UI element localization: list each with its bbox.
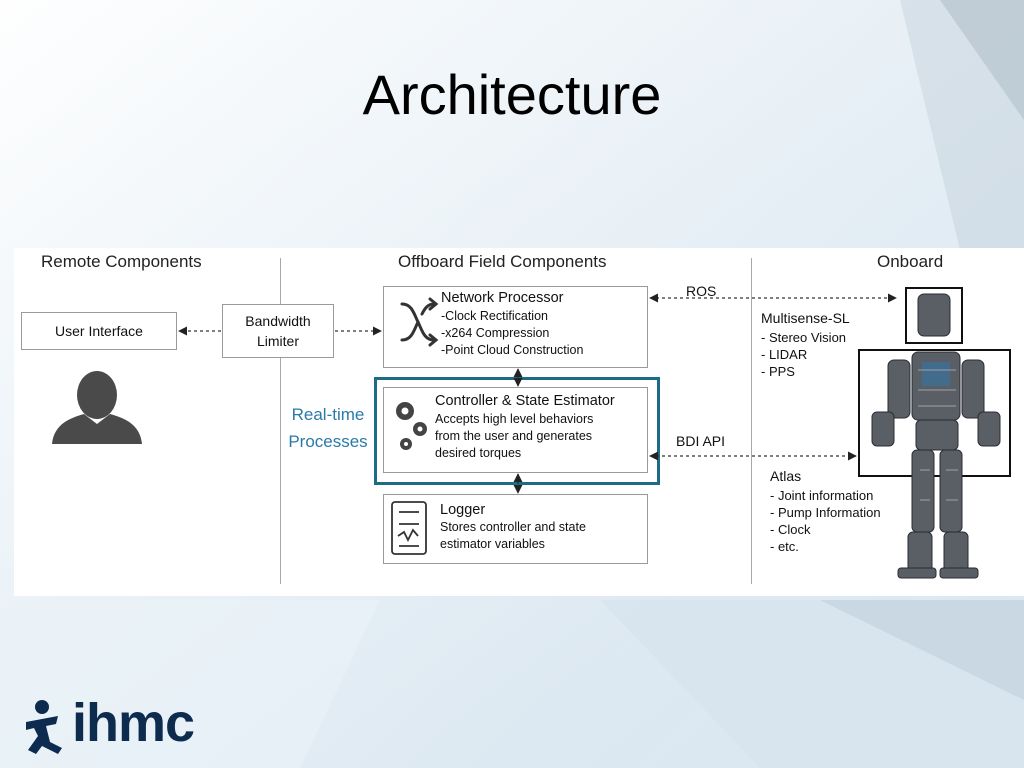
multisense-item: - LIDAR [761, 347, 808, 362]
atlas-title: Atlas [770, 468, 802, 484]
realtime-label: Real-time Processes [280, 401, 376, 455]
controller-title: Controller & State Estimator [435, 393, 615, 409]
atlas-item: - Joint information [770, 488, 874, 503]
network-processor-item: -x264 Compression [441, 326, 550, 340]
realtime-label-line-2: Processes [288, 432, 368, 451]
ihmc-logo-text: ihmc [72, 693, 195, 753]
multisense-item: - PPS [761, 364, 795, 379]
bandwidth-limiter-box: Bandwidth Limiter [222, 304, 334, 358]
realtime-label-line-1: Real-time [291, 405, 365, 424]
network-processor-item: -Clock Rectification [441, 309, 548, 323]
section-offboard: Offboard Field Components [398, 252, 607, 271]
bandwidth-limiter-line-2: Limiter [256, 333, 299, 349]
logger-box [383, 494, 648, 564]
section-onboard: Onboard [877, 252, 944, 271]
section-remote: Remote Components [41, 252, 202, 271]
controller-desc-line: Accepts high level behaviors [435, 412, 594, 426]
logger-desc-line: Stores controller and state [440, 520, 586, 534]
divider-remote-offboard [280, 258, 281, 584]
network-processor-title: Network Processor [441, 290, 564, 306]
ros-label: ROS [686, 283, 717, 299]
atlas-item: - Pump Information [770, 505, 881, 520]
controller-box [383, 387, 648, 473]
divider-offboard-onboard [751, 258, 752, 584]
multisense-title: Multisense-SL [761, 310, 850, 326]
user-interface-box: User Interface [21, 312, 177, 350]
atlas-item: - etc. [770, 539, 799, 554]
logger-desc-line: estimator variables [440, 537, 545, 551]
bdi-api-label: BDI API [676, 433, 726, 449]
network-processor-item: -Point Cloud Construction [441, 343, 584, 357]
controller-desc-line: desired torques [435, 446, 522, 460]
multisense-item: - Stereo Vision [761, 330, 847, 345]
slide-title: Architecture [362, 63, 662, 126]
user-interface-label: User Interface [55, 323, 143, 339]
atlas-item: - Clock [770, 522, 811, 537]
controller-desc-line: from the user and generates [435, 429, 593, 443]
bandwidth-limiter-line-1: Bandwidth [245, 313, 311, 329]
logger-title: Logger [440, 502, 486, 518]
